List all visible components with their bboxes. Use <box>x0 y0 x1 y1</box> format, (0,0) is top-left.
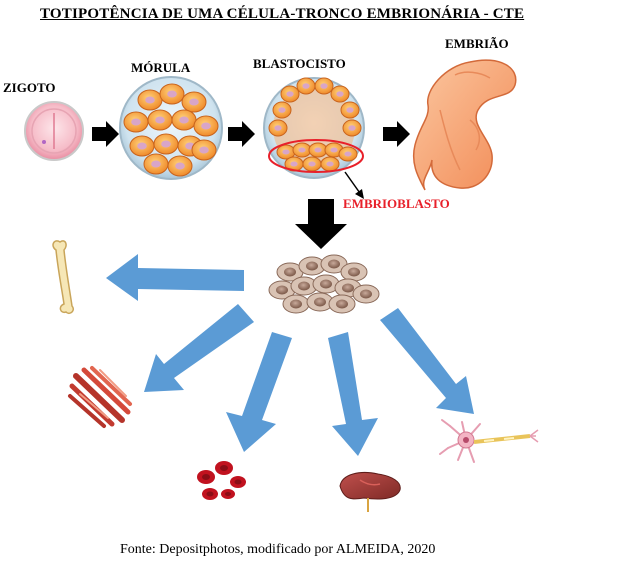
trophoblast-cell-nucleus <box>278 107 286 113</box>
trophoblast-cell-nucleus <box>274 125 282 131</box>
morula-cell-nucleus <box>179 116 189 124</box>
zygote-icon <box>24 101 84 161</box>
trophoblast-cell-nucleus <box>348 125 356 131</box>
stem-cell-nucleus <box>348 267 360 277</box>
morula-cell-nucleus <box>161 140 171 148</box>
blood-cells-icon <box>197 461 246 500</box>
morula-cell-nucleus <box>167 90 177 98</box>
stem-cell-nucleus <box>298 281 310 291</box>
arrow-to-blood <box>226 332 292 452</box>
bone-icon <box>52 240 75 315</box>
label-blastocisto: BLASTOCISTO <box>253 56 346 71</box>
label-morula: MÓRULA <box>131 60 191 75</box>
stem-cell-nucleus <box>328 259 340 269</box>
trophoblast-cell-nucleus <box>320 83 328 89</box>
morula-cell-nucleus <box>145 96 155 104</box>
morula-cell-nucleus <box>199 146 209 154</box>
embryoblast-cell-nucleus <box>298 147 306 153</box>
stem-cell-nucleus <box>290 299 302 309</box>
figure-caption: Fonte: Depositphotos, modificado por ALM… <box>120 542 436 557</box>
embryoblast-cell-nucleus <box>326 161 334 167</box>
liver-icon <box>339 472 401 512</box>
stem-cell-nucleus <box>360 289 372 299</box>
embryoblast-cell-nucleus <box>344 151 352 157</box>
morula-cell-nucleus <box>155 116 165 124</box>
morula-icon <box>119 76 223 180</box>
morula-cell-nucleus <box>131 118 141 126</box>
stem-cells-icon <box>268 254 380 314</box>
neuron-icon <box>439 419 539 463</box>
stem-cell-nucleus <box>320 279 332 289</box>
morula-cell-nucleus <box>175 162 185 170</box>
embryoblast-cell-nucleus <box>314 147 322 153</box>
arrow-to-stem-cells <box>295 199 347 249</box>
arrow-morula-blastocisto <box>228 121 255 147</box>
embryoblast-cell-nucleus <box>330 147 338 153</box>
arrow-to-bone <box>106 254 244 301</box>
trophoblast-cell-nucleus <box>302 83 310 89</box>
stem-cell-nucleus <box>306 261 318 271</box>
label-zigoto: ZIGOTO <box>3 80 56 95</box>
arrow-zigoto-morula <box>92 121 119 147</box>
page-title: TOTIPOTÊNCIA DE UMA CÉLULA-TRONCO EMBRIO… <box>40 6 525 22</box>
stem-cell-nucleus <box>336 299 348 309</box>
label-embrioblasto: EMBRIOBLASTO <box>343 196 450 211</box>
trophoblast-cell-nucleus <box>346 107 354 113</box>
morula-cell-nucleus <box>137 142 147 150</box>
arrow-to-muscle <box>144 304 254 392</box>
morula-cell-nucleus <box>189 98 199 106</box>
arrow-blastocisto-embriao <box>383 121 410 147</box>
muscle-icon <box>68 366 132 428</box>
embryoblast-cell-nucleus <box>308 161 316 167</box>
label-embriao: EMBRIÃO <box>445 36 509 51</box>
stem-cell-nucleus <box>314 297 326 307</box>
embryoblast-cell-nucleus <box>282 149 290 155</box>
arrow-to-liver <box>328 332 378 456</box>
morula-cell-nucleus <box>151 160 161 168</box>
embryo-icon <box>413 59 517 191</box>
stem-cell-nucleus <box>276 285 288 295</box>
blastocyst-icon <box>263 77 365 179</box>
arrow-to-neuron <box>380 308 474 414</box>
stem-cell-nucleus <box>284 267 296 277</box>
embryoblast-cell-nucleus <box>290 161 298 167</box>
trophoblast-cell-nucleus <box>336 91 344 97</box>
morula-cell-nucleus <box>201 122 211 130</box>
trophoblast-cell-nucleus <box>286 91 294 97</box>
embrioblasto-pointer <box>344 171 364 199</box>
stem-cell-nucleus <box>342 283 354 293</box>
